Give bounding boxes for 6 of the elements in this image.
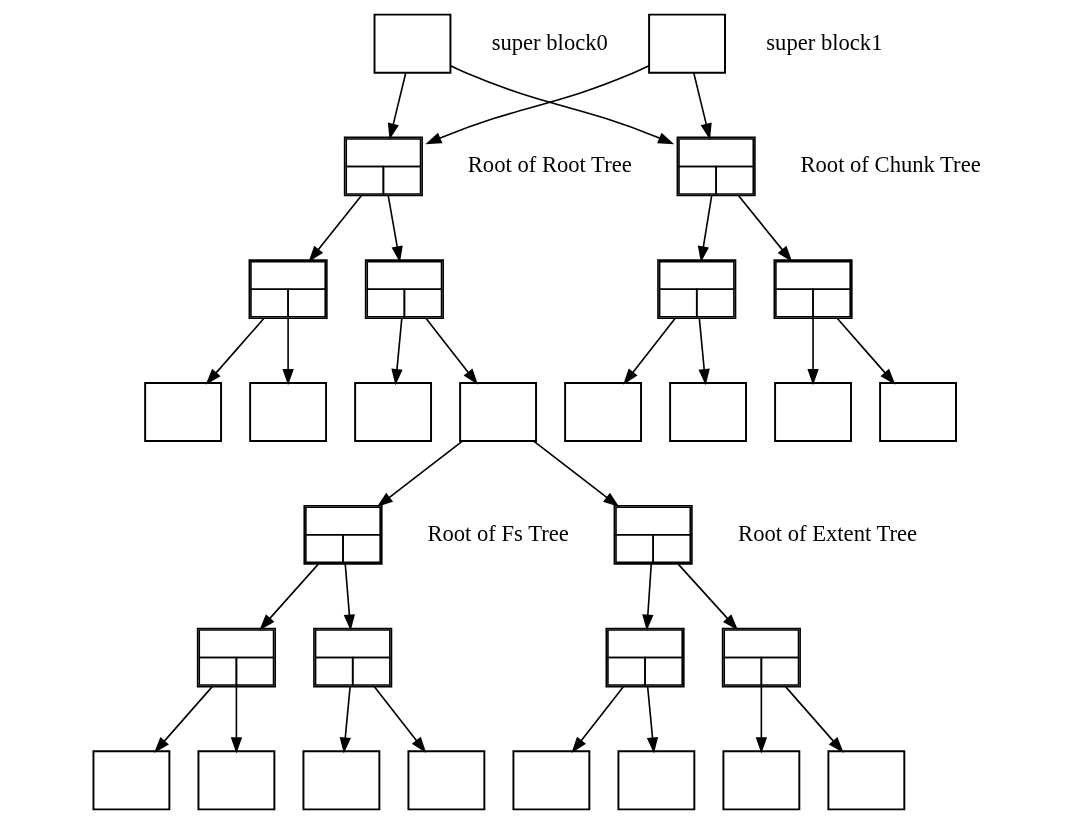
node-label: Root of Fs Tree bbox=[426, 520, 569, 546]
node-label: Root of Extent Tree bbox=[737, 520, 917, 546]
node-label: Root of Root Tree bbox=[467, 152, 632, 178]
node-label: Root of Chunk Tree bbox=[799, 152, 981, 178]
node-label: super block0 bbox=[491, 29, 608, 55]
node-label: super block1 bbox=[765, 29, 882, 55]
